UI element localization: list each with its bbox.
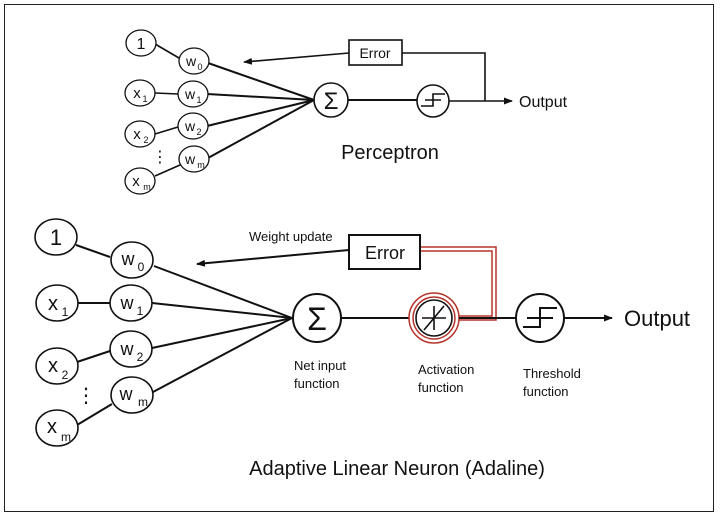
perceptron-edge-w0 <box>207 62 315 101</box>
perceptron-edge-x1-w1 <box>154 92 179 95</box>
adaline-weight-w0: w 0 <box>110 241 154 279</box>
perceptron-diagram: 1 x 1 x 2 ⋮ x m w 0 w 1 <box>124 29 568 195</box>
perceptron-input-x1: x 1 <box>124 79 156 107</box>
adaline-feedback-outer <box>420 250 493 317</box>
svg-text:x: x <box>48 293 58 315</box>
perceptron-input-1: 1 <box>125 29 157 57</box>
adaline-activation-node <box>408 292 460 344</box>
adaline-edge-w2 <box>151 317 293 349</box>
perceptron-threshold-node <box>416 84 450 118</box>
adaline-threshold-label-1: Threshold <box>523 366 581 381</box>
svg-text:1: 1 <box>196 95 201 105</box>
adaline-feedback-inner <box>420 246 497 321</box>
adaline-title: Adaptive Linear Neuron (Adaline) <box>249 458 545 480</box>
adaline-diagram: 1 x 1 x 2 ⋮ x m w 0 w 1 <box>34 218 690 480</box>
perceptron-error-label: Error <box>359 45 390 61</box>
step-function-icon <box>421 93 445 107</box>
svg-text:x: x <box>133 126 141 143</box>
adaline-ellipsis: ⋮ <box>76 385 96 407</box>
adaline-edge-w0 <box>153 265 293 319</box>
svg-text:w: w <box>120 339 135 359</box>
perceptron-error-box <box>348 39 403 66</box>
perceptron-edge-w2 <box>206 99 315 127</box>
adaline-weight-wm: w m <box>110 376 154 414</box>
perceptron-title: Perceptron <box>341 142 439 164</box>
perceptron-sum-node: Σ <box>313 82 349 118</box>
svg-text:m: m <box>143 182 151 192</box>
svg-text:1: 1 <box>142 94 147 104</box>
perceptron-input-x2: x 2 <box>124 120 156 148</box>
adaline-output-label: Output <box>624 306 690 331</box>
adaline-sum-node: Σ <box>292 293 342 343</box>
adaline-input-x2: x 2 <box>35 347 79 385</box>
adaline-net-input-label-1: Net input <box>294 358 346 373</box>
svg-text:w: w <box>121 249 136 269</box>
svg-text:w: w <box>120 293 135 313</box>
svg-text:2: 2 <box>62 368 69 382</box>
step-function-icon <box>523 307 557 328</box>
svg-text:x: x <box>48 355 58 377</box>
svg-text:w: w <box>184 118 196 134</box>
adaline-threshold-node <box>515 293 565 343</box>
adaline-input-1: 1 <box>34 218 78 256</box>
perceptron-weight-wm: w m <box>178 145 210 173</box>
adaline-activation-label-2: function <box>418 380 464 395</box>
svg-text:x: x <box>47 416 57 438</box>
perceptron-feedback-line <box>402 52 486 101</box>
adaline-edge-xm-wm <box>76 403 113 426</box>
perceptron-error-arrow <box>243 52 350 65</box>
perceptron-output-label: Output <box>519 94 568 111</box>
adaline-input-x1: x 1 <box>35 284 79 322</box>
svg-text:m: m <box>61 430 71 444</box>
perceptron-weight-w1: w 1 <box>177 80 209 108</box>
svg-text:x: x <box>132 173 140 190</box>
adaline-weight-w1: w 1 <box>109 284 153 322</box>
svg-text:x: x <box>133 85 141 102</box>
adaline-edge-1-w0 <box>75 244 111 258</box>
svg-text:2: 2 <box>143 135 148 145</box>
svg-text:w: w <box>119 384 134 404</box>
adaline-threshold-label-2: function <box>523 384 569 399</box>
svg-text:2: 2 <box>196 127 201 137</box>
svg-text:w: w <box>184 151 196 167</box>
perceptron-edge-w1 <box>206 93 315 101</box>
perceptron-edge-1-w0 <box>154 43 180 59</box>
linear-function-icon <box>422 305 446 331</box>
perceptron-edge-wm <box>207 99 315 159</box>
svg-text:1: 1 <box>137 36 146 53</box>
svg-text:0: 0 <box>197 62 202 72</box>
svg-text:2: 2 <box>137 350 144 364</box>
adaline-edge-x2-w2 <box>76 350 111 363</box>
adaline-weight-update-label: Weight update <box>249 229 333 244</box>
svg-text:Σ: Σ <box>307 301 327 337</box>
svg-text:1: 1 <box>50 225 62 250</box>
svg-text:1: 1 <box>137 304 144 318</box>
perceptron-weight-w2: w 2 <box>177 112 209 140</box>
adaline-activation-label-1: Activation <box>418 362 474 377</box>
adaline-edge-wm <box>152 317 293 393</box>
adaline-input-xm: x m <box>35 409 79 447</box>
svg-text:0: 0 <box>138 260 145 274</box>
adaline-net-input-label-2: function <box>294 376 340 391</box>
perceptron-input-xm: x m <box>124 167 156 195</box>
adaline-error-box <box>348 234 421 270</box>
perceptron-edge-xm-wm <box>154 164 181 177</box>
adaline-error-arrow <box>196 249 350 267</box>
svg-text:w: w <box>184 86 196 102</box>
svg-text:w: w <box>185 53 197 69</box>
adaline-edge-w1 <box>151 302 293 319</box>
perceptron-ellipsis: ⋮ <box>152 149 168 166</box>
svg-text:m: m <box>138 395 148 409</box>
perceptron-edge-x2-w2 <box>154 126 179 135</box>
adaline-error-label: Error <box>365 243 405 263</box>
adaline-weight-w2: w 2 <box>109 330 153 368</box>
svg-text:1: 1 <box>62 305 69 319</box>
perceptron-weight-w0: w 0 <box>178 47 210 75</box>
svg-text:Σ: Σ <box>324 88 339 115</box>
svg-text:m: m <box>197 160 205 170</box>
